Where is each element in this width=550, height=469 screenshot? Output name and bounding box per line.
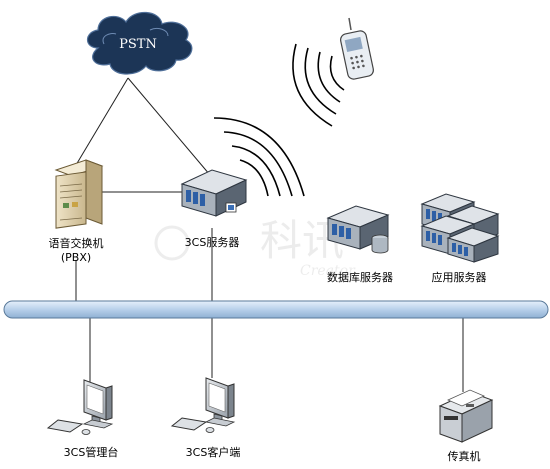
mobile-phone-icon <box>340 17 374 80</box>
pstn-cloud-icon: PSTN <box>86 11 193 75</box>
database-server-label: 数据库服务器 <box>327 271 393 284</box>
pbx-icon <box>54 159 104 229</box>
pstn-label: PSTN <box>119 37 157 52</box>
fax-label: 传真机 <box>447 450 481 463</box>
server-signal-waves <box>213 117 305 197</box>
client-workstation-icon <box>170 377 236 433</box>
link-pstn-pbx <box>75 77 129 166</box>
watermark-logo <box>154 225 190 261</box>
watermark-subtext: Creator <box>300 263 356 279</box>
pbx-sublabel: (PBX) <box>60 251 92 264</box>
application-server-icon <box>420 193 500 263</box>
fax-machine-icon <box>438 389 494 443</box>
admin-console-workstation-icon <box>46 379 114 435</box>
phone-signal-waves <box>292 43 345 127</box>
database-server-icon <box>326 205 390 254</box>
network-bus <box>3 300 549 319</box>
pbx-label: 语音交换机 <box>48 237 104 250</box>
client-label: 3CS客户端 <box>185 446 241 459</box>
application-server-label: 应用服务器 <box>431 271 487 284</box>
connection-lines <box>75 77 464 392</box>
link-pstn-server <box>127 77 211 176</box>
admin-console-label: 3CS管理台 <box>63 446 119 459</box>
server-3cs-icon <box>180 169 248 217</box>
server-3cs-label: 3CS服务器 <box>184 236 240 249</box>
